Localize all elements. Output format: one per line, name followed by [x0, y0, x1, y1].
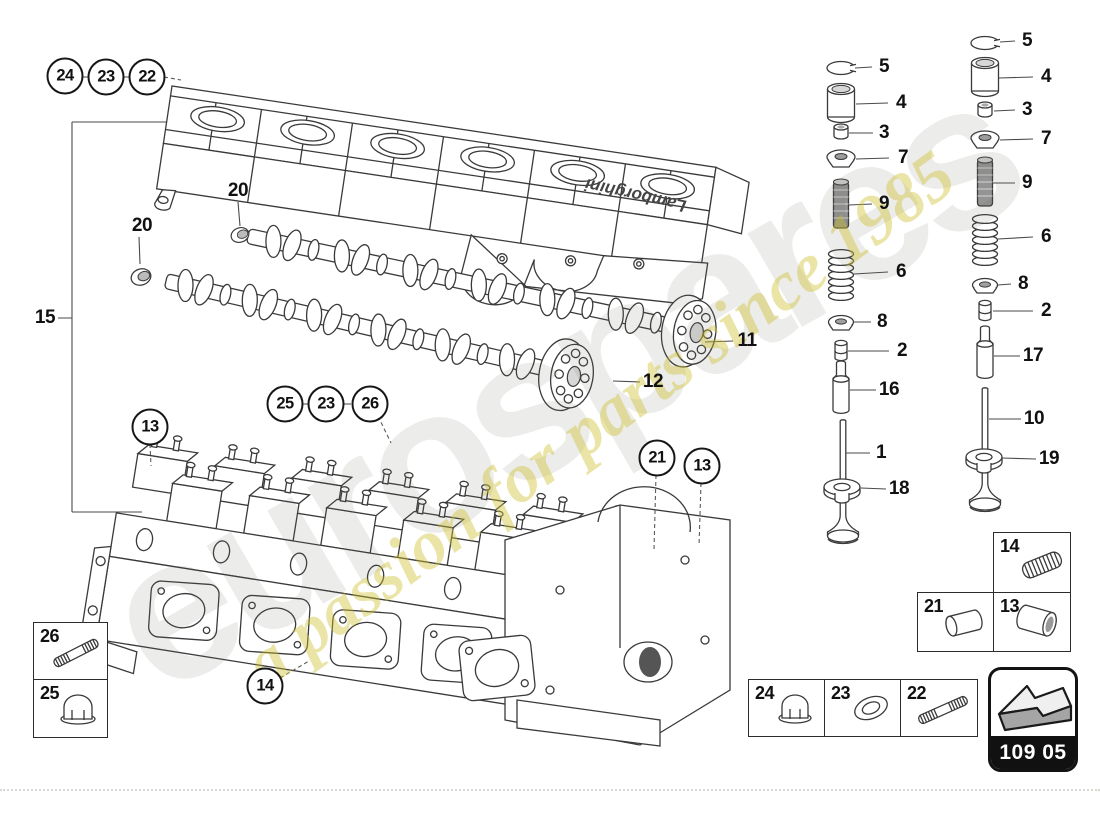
legend-cell-23: 23: [825, 680, 901, 736]
legend-cell-13: 13: [994, 593, 1070, 651]
legend-label-26: 26: [40, 626, 60, 646]
diagram-code-badge: 109 05: [988, 667, 1078, 772]
valve-components-right: [965, 35, 1003, 513]
legend-cell-14: 14: [994, 533, 1070, 592]
cylinder-head-right-end: [458, 486, 731, 747]
cap-nut-icon: [60, 694, 96, 725]
engine-parts-drawing: Lamborghini: [58, 35, 1037, 747]
legend-box-21-13: 21 13: [917, 592, 1071, 652]
legend-label-24: 24: [755, 683, 775, 703]
valve-cover-drawing: Lamborghini: [154, 85, 750, 306]
legend-box-26-25: 26 25: [33, 622, 108, 738]
legend-cell-24: 24: [749, 680, 825, 736]
legend-cell-22: 22: [901, 680, 975, 736]
legend-box-24-23-22: 24 23 22: [748, 679, 978, 737]
legend-cell-21: 21: [918, 593, 994, 651]
cylinder-head-drawing: [81, 431, 731, 747]
threaded-insert-icon: [1021, 551, 1063, 579]
camshaft-lower: [164, 265, 600, 416]
legend-label-14: 14: [1000, 536, 1020, 556]
bushing-icon: [945, 609, 983, 637]
legend-box-14: 14: [993, 532, 1071, 593]
bottom-divider: [0, 789, 1100, 791]
legend-cell-25: 25: [34, 680, 107, 735]
stud-icon: [53, 638, 99, 668]
legend-label-21: 21: [924, 596, 944, 616]
valve-components-left: [823, 60, 861, 545]
legend-label-25: 25: [40, 683, 60, 703]
legend-label-23: 23: [831, 683, 851, 703]
diagram-code: 109 05: [991, 736, 1075, 769]
leader-lines: [58, 40, 1037, 679]
tappet-sleeve-icon: [1016, 604, 1057, 637]
bracket-15: [58, 121, 166, 513]
parts-diagram-page: { "watermark": {"brand": "eurospares", "…: [0, 30, 1100, 791]
legend-label-13: 13: [1000, 596, 1020, 616]
cam-end-plug: [128, 265, 154, 289]
arrow-icon: [997, 684, 1073, 732]
washer-icon: [854, 695, 888, 721]
legend-label-22: 22: [907, 683, 927, 703]
legend-cell-26: 26: [34, 623, 107, 680]
stud-icon: [918, 695, 968, 725]
cap-nut-icon: [778, 694, 812, 724]
